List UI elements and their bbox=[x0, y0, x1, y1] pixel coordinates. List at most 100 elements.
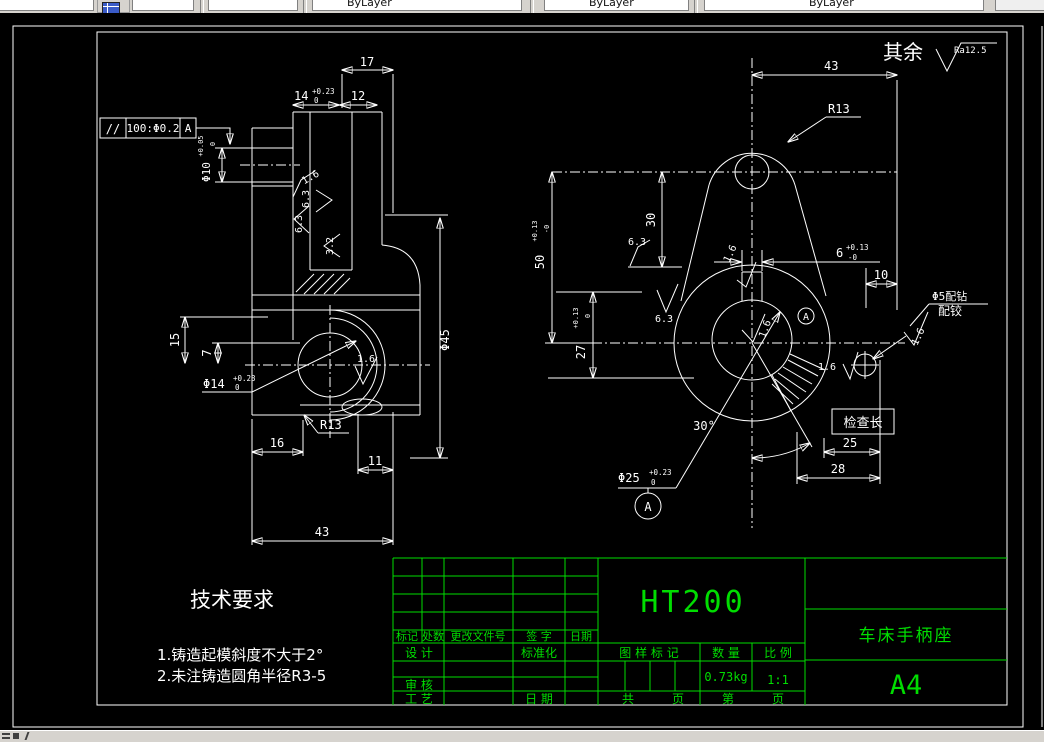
gdt-datum: A bbox=[185, 122, 192, 135]
toolbar-field-2[interactable] bbox=[132, 0, 194, 11]
dim-14: 14 bbox=[294, 89, 308, 103]
status-text-fragment bbox=[24, 732, 30, 740]
status-text-fragment bbox=[2, 737, 10, 739]
surface-note-value: Ra12.5 bbox=[954, 46, 987, 56]
check-length-label: 检查长 bbox=[843, 416, 882, 431]
right-view-dimensions: 43 R13 50 +0.13 -0 30 6.3 1.6 6 +0.13 -0… bbox=[531, 59, 988, 520]
roughness-icon bbox=[315, 189, 333, 213]
table-icon bbox=[102, 2, 120, 13]
dim-d10-sub: 0 bbox=[209, 142, 217, 146]
surface-note: 其余 Ra12.5 bbox=[883, 40, 997, 73]
rough-6-3: 6.3 bbox=[655, 314, 673, 325]
dim-d45: Φ45 bbox=[438, 329, 452, 351]
role-audit: 审 核 bbox=[405, 677, 433, 692]
combo-value: ByLayer bbox=[589, 0, 634, 9]
left-view-dimensions: 17 14 +0.23 0 12 // 100:Φ0.2 A Φ10 +0.05… bbox=[99, 55, 452, 545]
dim-50-sub: -0 bbox=[543, 225, 551, 233]
roughness-icon bbox=[323, 233, 341, 258]
dim-50: 50 bbox=[533, 255, 547, 269]
gdt-symbol: // bbox=[106, 122, 120, 136]
material-spec: HT200 bbox=[640, 585, 745, 620]
dim-angle-30: 30° bbox=[693, 419, 715, 433]
dim-6-sub: -0 bbox=[848, 253, 858, 262]
dim-6-sup: +0.13 bbox=[846, 243, 869, 252]
dim-27: 27 bbox=[574, 345, 588, 359]
label-scale: 比 例 bbox=[764, 646, 792, 660]
top-toolbar: ByLayer ByLayer ByLayer bbox=[0, 0, 1044, 13]
tech-req-item: 1.铸造起模斜度不大于2° bbox=[157, 646, 323, 664]
roughness-icon bbox=[842, 351, 859, 381]
dim-d25-sup: +0.23 bbox=[649, 468, 672, 477]
roughness-icon bbox=[935, 42, 997, 73]
dim-43: 43 bbox=[824, 59, 838, 73]
rev-col-mark: 标记 bbox=[396, 629, 418, 643]
toolbar-separator bbox=[200, 0, 204, 13]
dim-43: 43 bbox=[315, 525, 329, 539]
sheet-size: A4 bbox=[890, 670, 923, 701]
cad-canvas[interactable] bbox=[0, 13, 1044, 730]
role-design: 设 计 bbox=[405, 646, 433, 660]
dim-d10: Φ10 bbox=[200, 162, 213, 182]
roughness-icon bbox=[741, 313, 766, 343]
dim-14-sub: 0 bbox=[314, 96, 319, 105]
status-text-fragment bbox=[13, 733, 19, 739]
rev-col-file: 更改文件号 bbox=[451, 629, 506, 643]
dim-12: 12 bbox=[351, 89, 365, 103]
rough-1-6: 1.6 bbox=[818, 362, 836, 373]
dim-14-sup: +0.23 bbox=[312, 87, 335, 96]
label-total-unit: 页 bbox=[672, 692, 684, 706]
left-view-geometry bbox=[215, 111, 448, 438]
color-combo[interactable]: ByLayer bbox=[312, 0, 522, 11]
lineweight-combo[interactable]: ByLayer bbox=[704, 0, 984, 11]
combo-value: ByLayer bbox=[809, 0, 854, 9]
note-d5-line2: 配铰 bbox=[938, 303, 962, 318]
dim-d14-sub: 0 bbox=[235, 383, 240, 392]
dim-7: 7 bbox=[200, 349, 214, 356]
toolbar-separator bbox=[303, 0, 307, 13]
title-block-text: 标记 处数 更改文件号 签 字 日期 设 计 标准化 审 核 工 艺 日 期 H… bbox=[396, 585, 954, 706]
right-view-geometry bbox=[552, 58, 905, 528]
dim-d14: Φ14 bbox=[203, 377, 225, 391]
toolbar-button[interactable] bbox=[97, 0, 130, 13]
rough-1-6: 1.6 bbox=[300, 169, 321, 188]
dim-r13: R13 bbox=[828, 102, 850, 116]
label-date: 日 期 bbox=[525, 692, 553, 706]
style-combo[interactable] bbox=[995, 0, 1044, 11]
roughness-icon bbox=[903, 311, 929, 346]
rough-1-6: 1.6 bbox=[910, 326, 928, 347]
rough-6-3: 6.3 bbox=[294, 215, 305, 233]
title-block-grid bbox=[392, 557, 1007, 705]
gdt-frame: // 100:Φ0.2 A bbox=[99, 117, 230, 144]
dim-d10-sup: +0.05 bbox=[197, 135, 205, 156]
rough-3-2: 3.2 bbox=[325, 237, 336, 255]
dim-d25: Φ25 bbox=[618, 471, 640, 485]
dim-50-sup: +0.13 bbox=[531, 220, 539, 241]
toolbar-separator bbox=[530, 0, 534, 13]
tech-req-item: 2.未注铸造圆角半径R3-5 bbox=[157, 667, 326, 685]
dim-17: 17 bbox=[360, 55, 374, 69]
dim-28: 28 bbox=[831, 462, 845, 476]
tech-req-title: 技术要求 bbox=[190, 588, 274, 612]
roughness-icon bbox=[629, 239, 651, 267]
dim-11: 11 bbox=[368, 454, 382, 468]
weight-value: 0.73kg bbox=[704, 670, 747, 684]
linetype-combo[interactable]: ByLayer bbox=[544, 0, 689, 11]
roughness-icon bbox=[354, 356, 378, 386]
dim-d14-sup: +0.23 bbox=[233, 374, 256, 383]
surface-note-prefix: 其余 bbox=[883, 40, 923, 64]
dim-10: 10 bbox=[874, 268, 888, 282]
tech-requirements: 技术要求 1.铸造起模斜度不大于2° 2.未注铸造圆角半径R3-5 bbox=[157, 588, 326, 685]
layer-combo[interactable] bbox=[208, 0, 298, 11]
roughness-icon bbox=[736, 261, 757, 288]
part-name: 车床手柄座 bbox=[859, 626, 954, 646]
rev-col-sign: 签 字 bbox=[526, 629, 552, 643]
note-d5-line1: Φ5配钻 bbox=[932, 289, 967, 303]
combo-value: ByLayer bbox=[347, 0, 392, 9]
gdt-tolerance: 100:Φ0.2 bbox=[127, 122, 180, 135]
rough-1-6: 1.6 bbox=[722, 243, 740, 264]
toolbar-field[interactable] bbox=[0, 0, 94, 11]
scale-value: 1:1 bbox=[767, 673, 789, 687]
dim-d25-sub: 0 bbox=[651, 478, 656, 487]
datum-a-symbol: A bbox=[644, 500, 652, 514]
